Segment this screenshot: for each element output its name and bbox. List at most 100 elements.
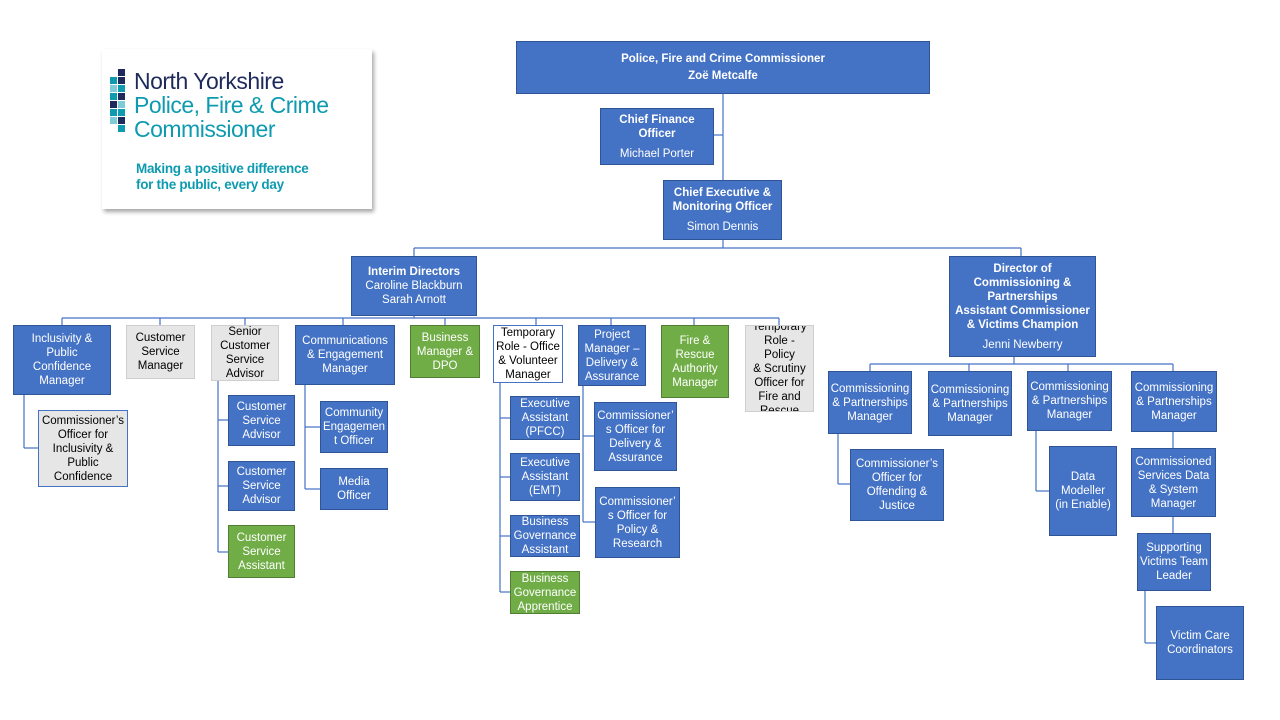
customer-service-advisor-2-box: Customer Service Advisor [228, 461, 295, 511]
svtl-line-1: Supporting [1146, 542, 1202, 554]
csa2-line-1: Customer [236, 466, 287, 478]
bga-line-2: Governance [513, 530, 577, 542]
svtl-line-2: Victims Team [1140, 556, 1208, 568]
executive-assistant-emt-box: Executive Assistant (EMT) [510, 453, 580, 501]
inclusivity-mgr-line-2: Public Confidence [32, 347, 92, 373]
pfcc-logo: North Yorkshire Police, Fire & Crime Com… [102, 49, 372, 209]
data-modeller-line-2: Modeller [1060, 485, 1106, 497]
commissioning-manager-3-box: Commissioning & Partnerships Manager [1027, 371, 1112, 431]
ea-pfcc-line-2: Assistant [521, 412, 569, 424]
csa2-line-2: Service [242, 480, 281, 492]
senior-csa-line-2: Customer [220, 340, 270, 352]
commissioning-manager-1-box: Commissioning & Partnerships Manager [828, 371, 912, 434]
fire-rescue-manager-box: Fire & Rescue Authority Manager [661, 325, 729, 398]
vcc-line-1: Victim Care [1170, 630, 1230, 642]
delivery-officer-line-4: Assurance [608, 451, 663, 464]
cpm3-line-1: Commissioning [1030, 381, 1109, 393]
ea-pfcc-line-1: Executive [520, 398, 570, 410]
inclusivity-officer-line-2: Officer for [57, 428, 109, 441]
commissioning-manager-2-box: Commissioning & Partnerships Manager [928, 371, 1012, 436]
ea-emt-line-2: Assistant [521, 471, 569, 483]
interim-name-1: Caroline Blackburn [365, 280, 463, 292]
logo-line-3: Commissioner [134, 116, 275, 142]
fire-mgr-line-3: Authority [672, 362, 718, 375]
policy-officer-line-3: Policy & [616, 523, 659, 536]
data-modeller-line-3: (in Enable) [1055, 499, 1111, 511]
logo-mark-icon [110, 69, 125, 132]
cfo-title-1: Chief Finance [619, 113, 695, 126]
inclusivity-officer-line-3: Inclusivity & [52, 442, 114, 455]
business-governance-assistant-box: Business Governance Assistant [510, 515, 580, 557]
csa1-line-2: Service [242, 414, 281, 427]
cpm2-line-1: Commissioning [930, 383, 1010, 396]
business-governance-apprentice-box: Business Governance Apprentice [510, 571, 580, 614]
offending-officer-line-3: Offending & [866, 486, 928, 498]
customer-mgr-line-2: Service [141, 346, 180, 358]
dcp-line-1: Director of [993, 262, 1052, 275]
inclusivity-officer-line-4: Public [67, 456, 99, 469]
temp-office-line-3: & Volunteer [498, 355, 558, 367]
comms-mgr-line-3: Manager [322, 363, 368, 375]
fire-mgr-line-4: Manager [672, 376, 718, 389]
dcp-line-4: Assistant Commissioner [955, 304, 1090, 317]
ceo-name: Simon Dennis [686, 221, 759, 233]
business-mgr-line-1: Business [421, 331, 469, 344]
media-officer-box: Media Officer [320, 468, 388, 510]
delivery-officer-box: Commissioner’ s Officer for Delivery & A… [594, 402, 677, 471]
cs-assistant-line-2: Service [242, 545, 281, 558]
cs-assistant-line-3: Assistant [238, 559, 285, 572]
communications-manager-box: Communications & Engagement Manager [295, 325, 395, 385]
inclusivity-mgr-line-3: Manager [39, 375, 85, 387]
cpm3-line-2: & Partnerships [1031, 395, 1108, 407]
cpm4-line-1: Commissioning [1134, 381, 1214, 394]
community-officer-line-1: Community [324, 407, 384, 419]
csdsm-line-2: Services Data [1137, 469, 1210, 482]
delivery-officer-line-1: Commissioner’ [597, 409, 674, 422]
cfo-box: Chief Finance Officer Michael Porter [600, 108, 714, 165]
offending-justice-officer-box: Commissioner’s Officer for Offending & J… [850, 449, 944, 521]
pfcc-box: Police, Fire and Crime Commissioner Zoë … [516, 41, 930, 94]
temp-office-line-4: Manager [505, 369, 551, 381]
senior-customer-advisor-box: Senior Customer Service Advisor [211, 325, 279, 381]
data-modeller-box: Data Modeller (in Enable) [1049, 446, 1117, 536]
csdsm-line-3: & System [1148, 483, 1199, 496]
victim-care-coordinators-box: Victim Care Coordinators [1156, 606, 1244, 680]
cpm1-line-2: & Partnerships [832, 396, 908, 409]
ea-emt-line-1: Executive [520, 457, 570, 469]
temp-office-line-2: Role - Office [496, 341, 560, 353]
temp-office-line-1: Temporary [500, 327, 556, 339]
inclusivity-officer-box: Commissioner’s Officer for Inclusivity &… [38, 410, 128, 487]
interim-title: Interim Directors [367, 266, 461, 278]
cpm3-line-3: Manager [1046, 409, 1093, 421]
media-officer-line-2: Officer [337, 490, 371, 502]
media-officer-line-1: Media [338, 476, 370, 488]
ceo-title-2: Monitoring Officer [672, 201, 773, 213]
senior-csa-line-3: Service [225, 354, 265, 366]
cfo-name: Michael Porter [619, 147, 695, 160]
business-mgr-line-3: DPO [432, 359, 458, 372]
cpm1-line-1: Commissioning [830, 382, 910, 395]
csdsm-line-4: Manager [1150, 497, 1197, 510]
offending-officer-line-2: Officer for [871, 472, 923, 484]
senior-csa-line-4: Advisor [225, 368, 265, 380]
dcp-name: Jenni Newberry [982, 338, 1063, 351]
community-engagement-officer-box: Community Engagemen t Officer [320, 401, 388, 453]
fire-mgr-line-2: Rescue [675, 348, 715, 361]
temp-policy-line-6: Rescue [760, 404, 799, 412]
project-mgr-line-3: Delivery & [585, 356, 639, 369]
bga-line-1: Business [521, 516, 569, 528]
commissioning-manager-4-box: Commissioning & Partnerships Manager [1131, 371, 1217, 432]
project-mgr-line-4: Assurance [584, 370, 640, 383]
logo-tagline-2: for the public, every day [136, 177, 284, 192]
inclusivity-mgr-line-1: Inclusivity & [31, 333, 93, 345]
inclusivity-officer-line-5: Confidence [53, 470, 113, 483]
business-manager-box: Business Manager & DPO [410, 325, 480, 378]
vcc-line-2: Coordinators [1167, 644, 1233, 656]
interim-name-2: Sarah Arnott [382, 294, 446, 306]
data-modeller-line-1: Data [1070, 471, 1096, 483]
delivery-officer-line-2: s Officer for [605, 423, 666, 436]
policy-officer-box: Commissioner’ s Officer for Policy & Res… [595, 487, 680, 558]
temporary-office-manager-box: Temporary Role - Office & Volunteer Mana… [493, 325, 563, 383]
business-mgr-line-2: Manager & [416, 345, 474, 358]
